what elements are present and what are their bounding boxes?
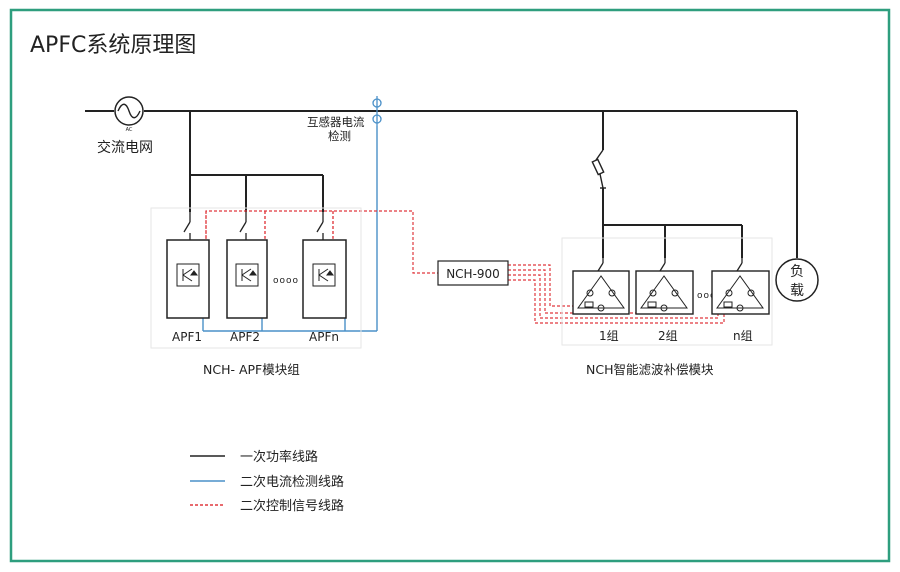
- delta-capacitor-icon: [577, 275, 625, 312]
- delta-capacitor-icon: [716, 275, 764, 312]
- detect-lines: [202, 126, 378, 332]
- nch-module-2: [635, 258, 694, 315]
- apf-module-label-2: APF2: [230, 330, 260, 344]
- apf-module-label-n: APFn: [309, 330, 339, 344]
- ac-source-icon: AC: [114, 96, 144, 133]
- apf-module-2: [226, 212, 268, 319]
- igbt-icon: [176, 263, 200, 287]
- apf-group-box: [150, 207, 362, 349]
- ct-label-line1: 互感器电流: [307, 115, 365, 129]
- igbt-icon: [312, 263, 336, 287]
- nch-module-n: [711, 258, 770, 315]
- apf-module-n: [302, 212, 347, 319]
- current-transformer-icon: [372, 96, 382, 126]
- page-title: APFC系统原理图: [30, 33, 196, 58]
- nch-group-label: NCH智能滤波补偿模块: [586, 362, 714, 377]
- breaker-fuse-icon: [591, 149, 606, 204]
- load-label-line1: 负: [790, 264, 804, 280]
- ac-symbol-label: AC: [126, 127, 133, 133]
- nch-module-1: [572, 258, 630, 315]
- nch-ellipsis: oooo: [697, 291, 723, 301]
- legend-label-signal: 二次控制信号线路: [240, 498, 344, 514]
- load-icon: 负 载: [775, 258, 819, 302]
- nch-module-label-1: 1组: [599, 329, 619, 343]
- controller-label: NCH-900: [446, 267, 500, 281]
- grid-label: 交流电网: [97, 139, 153, 156]
- legend: 一次功率线路 二次电流检测线路 二次控制信号线路: [190, 449, 344, 514]
- power-lines: [85, 110, 798, 258]
- igbt-icon: [235, 263, 259, 287]
- outer-frame: [9, 8, 891, 563]
- nch-module-label-n: n组: [733, 329, 753, 343]
- load-label-line2: 载: [790, 283, 804, 299]
- apf-module-1: [166, 212, 210, 319]
- legend-label-detect: 二次电流检测线路: [240, 474, 344, 490]
- ct-label-line2: 检测: [328, 129, 351, 143]
- nch-group-box: [561, 237, 773, 346]
- apf-group-label: NCH- APF模块组: [203, 362, 300, 377]
- nch-module-label-2: 2组: [658, 329, 678, 343]
- delta-capacitor-icon: [640, 275, 688, 312]
- apf-module-label-1: APF1: [172, 330, 202, 344]
- legend-label-power: 一次功率线路: [240, 449, 318, 465]
- apf-ellipsis: oooo: [273, 276, 299, 286]
- controller-box: [437, 260, 509, 286]
